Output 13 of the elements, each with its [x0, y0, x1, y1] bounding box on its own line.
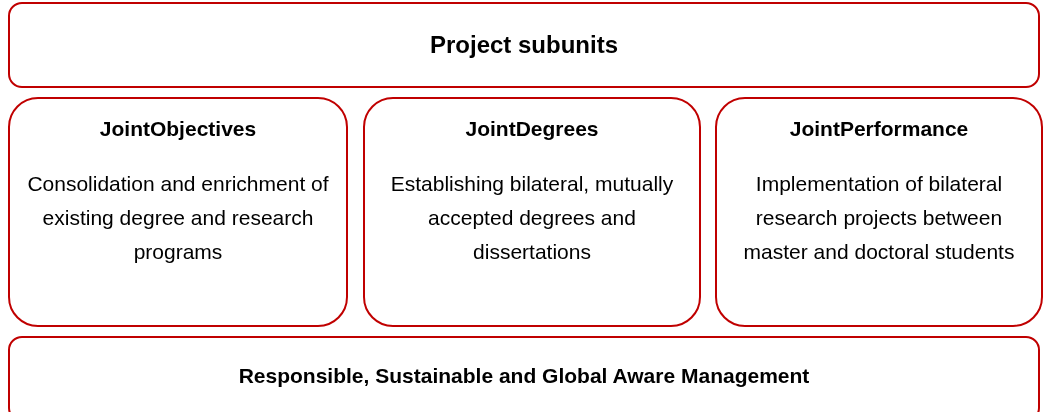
rounded-box: [715, 97, 1043, 327]
box-title: Project subunits: [430, 31, 618, 59]
rounded-box: [8, 2, 1040, 88]
box-description: Implementation of bilateral research projects between master and doctoral students: [742, 171, 1016, 265]
box-heading: JointPerformance: [789, 117, 969, 141]
rounded-box: [363, 97, 701, 327]
box-title: Responsible, Sustainable and Global Aware Management: [238, 364, 810, 388]
rounded-box: [8, 97, 348, 327]
rounded-box: [8, 336, 1040, 412]
box-heading: JointDegrees: [465, 117, 599, 141]
box-description: Establishing bilateral, mutually accepted degrees and dissertations: [389, 171, 675, 265]
box-description: Consolidation and enrichment of existing degree and research programs: [26, 171, 330, 265]
box-heading: JointObjectives: [99, 117, 257, 141]
